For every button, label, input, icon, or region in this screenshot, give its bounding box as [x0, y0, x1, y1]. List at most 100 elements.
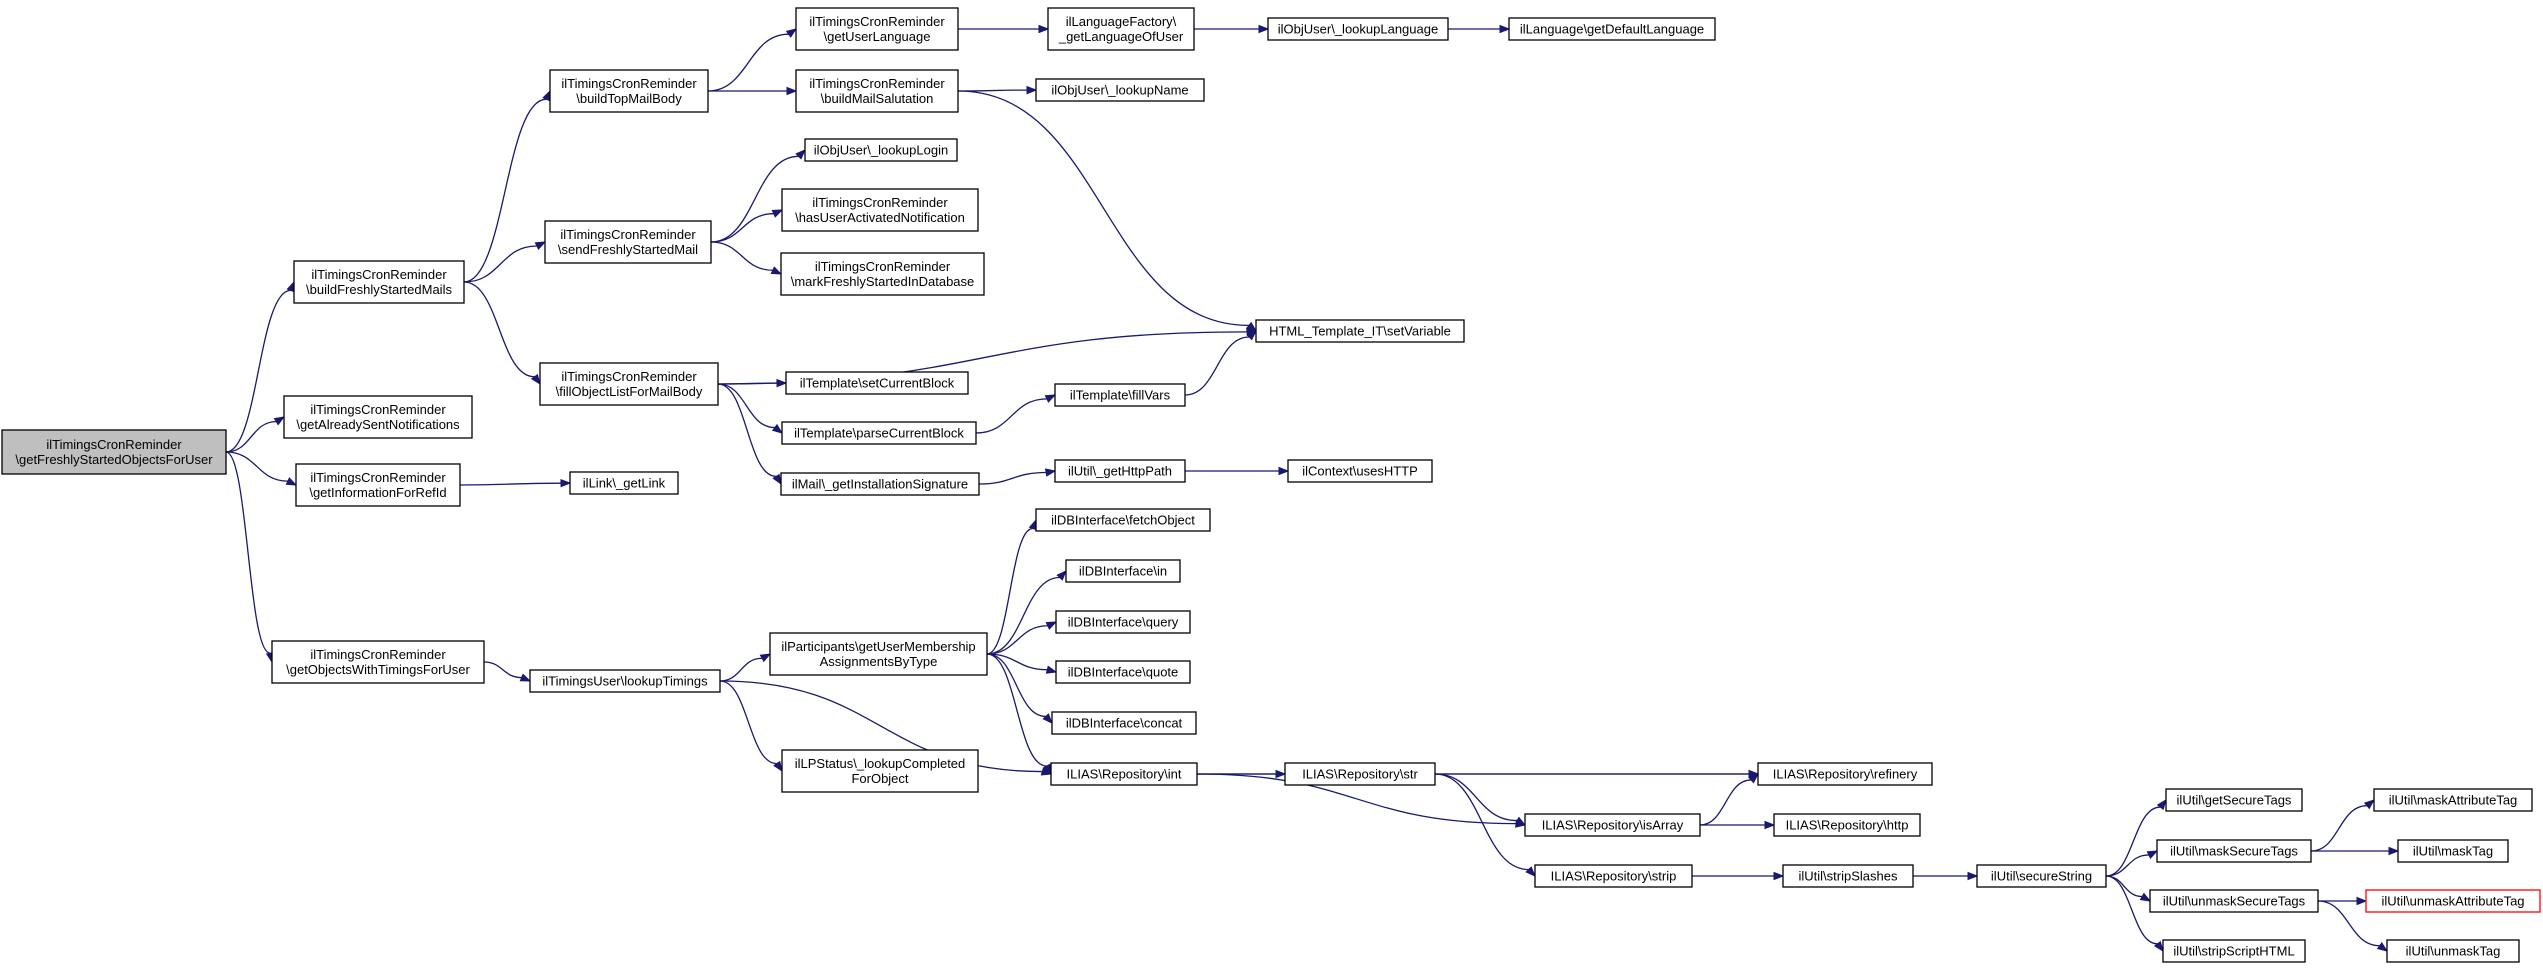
edge-arrowhead — [1278, 466, 1290, 476]
node-label-line: \hasUserActivatedNotification — [795, 210, 965, 225]
edge-arrowhead — [1773, 871, 1785, 881]
node-box — [271, 640, 485, 684]
edge-line — [1184, 336, 1250, 396]
node-repoint[interactable]: ILIAS\Repository\int — [1050, 762, 1198, 786]
node-label-line: ilTimingsCronReminder — [561, 369, 697, 384]
node-lookupt[interactable]: ilTimingsUser\lookupTimings — [529, 669, 721, 693]
node-label-line: ilUtil\stripSlashes — [1799, 869, 1898, 884]
node-label-line: ilDBInterface\query — [1068, 615, 1179, 630]
node-box — [795, 69, 959, 113]
edge-gumat-to-repoint — [986, 653, 1052, 776]
node-bfsm[interactable]: ilTimingsCronReminder\buildFreshlyStarte… — [293, 260, 465, 304]
node-unmasksecuretags[interactable]: ilUtil\unmaskSecureTags — [2149, 889, 2319, 913]
edge-line — [986, 653, 1046, 718]
node-gul[interactable]: ilTimingsCronReminder\getUserLanguage — [795, 7, 959, 51]
edge-line — [719, 680, 777, 765]
node-bms[interactable]: ilTimingsCronReminder\buildMailSalutatio… — [795, 69, 959, 113]
node-dbquote[interactable]: ilDBInterface\quote — [1055, 660, 1191, 684]
edge-arrowhead — [1246, 330, 1258, 341]
node-mfsd[interactable]: ilTimingsCronReminder\markFreshlyStarted… — [780, 252, 985, 296]
node-gifr[interactable]: ilTimingsCronReminder\getInformationForR… — [295, 463, 461, 507]
node-dbin[interactable]: ilDBInterface\in — [1065, 559, 1181, 583]
edge-masksecuretags-to-maskattrtag — [2310, 799, 2376, 852]
node-parsecb[interactable]: ilTemplate\parseCurrentBlock — [781, 421, 977, 445]
node-httppath[interactable]: ilUtil\_getHttpPath — [1054, 459, 1186, 483]
node-label-line: \getFreshlyStartedObjectsForUser — [15, 452, 213, 467]
node-label-line: \sendFreshlyStartedMail — [558, 242, 698, 257]
edge-bfsm-to-sfsm — [463, 241, 547, 283]
node-sfsm[interactable]: ilTimingsCronReminder\sendFreshlyStarted… — [544, 220, 712, 264]
node-dbquery[interactable]: ilDBInterface\query — [1055, 610, 1191, 634]
edge-gifr-to-getlink — [459, 478, 572, 488]
node-label-line: ilTimingsCronReminder — [815, 259, 951, 274]
node-repostr[interactable]: ILIAS\Repository\str — [1284, 762, 1436, 786]
edge-line — [1196, 773, 1517, 825]
node-fol[interactable]: ilTimingsCronReminder\fillObjectListForM… — [539, 362, 719, 406]
edge-fol-to-instsig — [717, 383, 782, 486]
node-gumat[interactable]: ilParticipants\getUserMembershipAssignme… — [769, 632, 988, 676]
node-box — [781, 188, 979, 232]
node-getsecuretags[interactable]: ilUtil\getSecureTags — [2165, 788, 2303, 812]
node-box — [1035, 508, 1211, 532]
node-setcb[interactable]: ilTemplate\setCurrentBlock — [785, 371, 969, 395]
edge-arrowhead — [1525, 866, 1536, 877]
node-instsig[interactable]: ilMail\_getInstallationSignature — [780, 472, 980, 496]
node-masksecuretags[interactable]: ilUtil\maskSecureTags — [2156, 839, 2312, 863]
node-refinery[interactable]: ILIAS\Repository\refinery — [1757, 762, 1933, 786]
node-box — [780, 472, 980, 496]
node-dbconcat[interactable]: ilDBInterface\concat — [1051, 711, 1197, 735]
node-lookuplogin[interactable]: ilObjUser\_lookupLogin — [804, 138, 958, 162]
node-label-line: \buildFreshlyStartedMails — [306, 282, 452, 297]
edge-line — [463, 98, 547, 283]
edge-arrowhead — [771, 209, 784, 218]
node-lookupname[interactable]: ilObjUser\_lookupName — [1035, 78, 1205, 102]
node-box — [1, 429, 227, 475]
node-maskattrtag[interactable]: ilUtil\maskAttributeTag — [2373, 788, 2533, 812]
edge-line — [225, 451, 271, 654]
node-isarray[interactable]: ILIAS\Repository\isArray — [1524, 813, 1701, 837]
edge-httppath-to-useshttp — [1185, 466, 1290, 476]
edge-arrowhead — [2356, 896, 2368, 906]
node-fetchobj[interactable]: ilDBInterface\fetchObject — [1035, 508, 1211, 532]
node-btmb[interactable]: ilTimingsCronReminder\buildTopMailBody — [549, 69, 709, 113]
node-box — [1782, 864, 1914, 888]
node-setvar[interactable]: HTML_Template_IT\setVariable — [1255, 319, 1465, 343]
node-box — [780, 252, 985, 296]
edge-line — [1434, 773, 1529, 871]
node-stripslashes[interactable]: ilUtil\stripSlashes — [1782, 864, 1914, 888]
node-label-line: ilTimingsCronReminder — [310, 647, 446, 662]
node-repohttp[interactable]: ILIAS\Repository\http — [1773, 813, 1921, 837]
node-unmaskattrtag[interactable]: ilUtil\unmaskAttributeTag — [2365, 889, 2541, 913]
node-repostrip[interactable]: ILIAS\Repository\strip — [1534, 864, 1693, 888]
node-label-line: ILIAS\Repository\refinery — [1773, 767, 1918, 782]
node-root[interactable]: ilTimingsCronReminder\getFreshlyStartedO… — [1, 429, 227, 475]
node-fillvars[interactable]: ilTemplate\fillVars — [1054, 383, 1186, 407]
edge-arrowhead — [786, 86, 798, 96]
edge-gumat-to-dbquery — [986, 621, 1058, 655]
node-box — [549, 69, 709, 113]
node-securestring[interactable]: ilUtil\secureString — [1976, 864, 2107, 888]
node-getlink[interactable]: ilLink\_getLink — [569, 471, 679, 495]
edge-line — [225, 421, 277, 453]
edge-securestring-to-stripscripthtml — [2105, 875, 2164, 953]
node-useshttp[interactable]: ilContext\usesHTTP — [1287, 459, 1433, 483]
node-langfac[interactable]: ilLanguageFactory\_getLanguageOfUser — [1047, 7, 1195, 51]
node-box — [2149, 889, 2319, 913]
node-huan[interactable]: ilTimingsCronReminder\hasUserActivatedNo… — [781, 188, 979, 232]
node-defaultlang[interactable]: ilLanguage\getDefaultLanguage — [1508, 17, 1716, 41]
node-masktag[interactable]: ilUtil\maskTag — [2397, 839, 2509, 863]
edge-stripslashes-to-securestring — [1912, 871, 1979, 881]
edge-gumat-to-dbquote — [986, 653, 1058, 674]
edge-line — [957, 90, 1249, 327]
edge-instsig-to-httppath — [978, 468, 1057, 485]
node-gasn[interactable]: ilTimingsCronReminder\getAlreadySentNoti… — [283, 395, 473, 439]
edge-line — [2105, 854, 2149, 877]
node-unmasktag[interactable]: ilUtil\unmaskTag — [2386, 939, 2520, 963]
node-lookuplang[interactable]: ilObjUser\_lookupLanguage — [1267, 17, 1449, 41]
node-label-line: HTML_Template_IT\setVariable — [1269, 324, 1451, 339]
node-gowt[interactable]: ilTimingsCronReminder\getObjectsWithTimi… — [271, 640, 485, 684]
node-label-line: ilObjUser\_lookupLogin — [814, 143, 948, 158]
node-stripscripthtml[interactable]: ilUtil\stripScriptHTML — [2162, 939, 2306, 963]
edge-arrowhead — [771, 423, 784, 434]
